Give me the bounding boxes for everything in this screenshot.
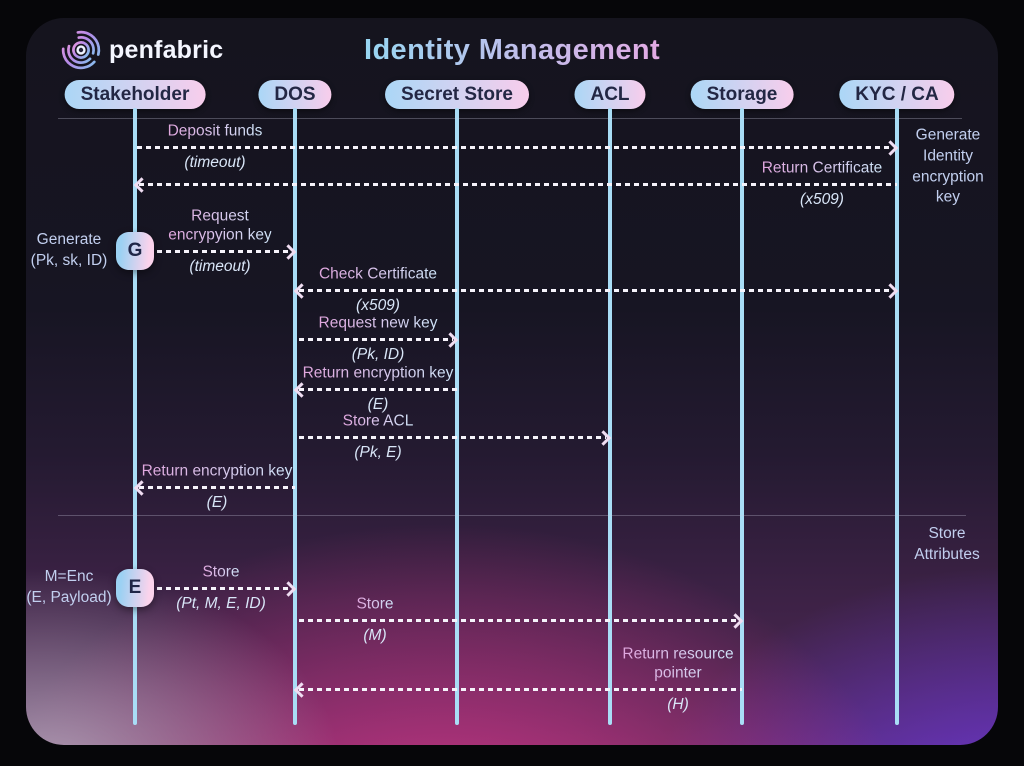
annotation-store-attributes: Store Attributes: [914, 525, 980, 563]
openfabric-logo-icon: [61, 30, 101, 70]
message-arrow-line: [137, 139, 899, 156]
lane-pill-storage: Storage: [690, 80, 794, 109]
openfabric-logo-text: penfabric: [109, 36, 223, 65]
message-sublabel: (E): [367, 396, 389, 413]
badge-e: E: [116, 569, 154, 607]
message-arrow-line: [299, 612, 744, 629]
message-label: Return Certificate: [761, 159, 883, 177]
lifeline-dos: [293, 108, 297, 725]
diagram-panel: [26, 18, 998, 745]
message-sublabel: (Pt, M, E, ID): [176, 595, 266, 612]
message-sublabel: (Pk, E): [354, 444, 402, 461]
badge-g: G: [116, 232, 154, 270]
message-sublabel: (H): [667, 696, 689, 713]
message-label: Deposit funds: [167, 122, 263, 140]
openfabric-logo: penfabric: [60, 29, 223, 71]
message-label: Return encryption key: [141, 462, 293, 480]
lifeline-stakeholder: [133, 108, 137, 725]
message-label: Store: [202, 563, 240, 581]
message-label: Check Certificate: [318, 265, 438, 283]
lane-pill-kyc-ca: KYC / CA: [839, 80, 955, 109]
message-arrow-line: [299, 429, 612, 446]
lifeline-secret-store: [455, 108, 459, 725]
annotation-generate-pk-sk-id: Generate (Pk, sk, ID): [30, 231, 108, 269]
message-label: Return resource pointer: [622, 645, 734, 682]
lane-pill-stakeholder: Stakeholder: [64, 80, 206, 109]
message-sublabel: (timeout): [184, 154, 246, 171]
message-arrow-line: [299, 331, 459, 348]
lane-pill-dos: DOS: [258, 80, 332, 109]
message-sublabel: (M): [363, 627, 387, 644]
annotation-generate-identity-encryption-key: Generate Identity encryption key: [912, 126, 984, 206]
message-label: Store ACL: [342, 412, 414, 430]
annotation-m-enc-e-payload: M=Enc (E, Payload): [26, 568, 112, 606]
message-label: Store: [356, 595, 394, 613]
message-sublabel: (x509): [800, 191, 844, 208]
message-sublabel: (x509): [356, 297, 400, 314]
message-arrow-line: [293, 282, 899, 299]
message-arrow-line: [157, 243, 297, 260]
message-sublabel: (E): [206, 494, 228, 511]
lifeline-storage: [740, 108, 744, 725]
message-arrow-line: [157, 580, 297, 597]
message-arrow-line: [293, 681, 742, 698]
section-divider-2: [58, 515, 966, 516]
message-label: Request new key: [318, 314, 438, 332]
message-label: Request encrypyion key: [168, 207, 272, 244]
lane-pill-acl: ACL: [574, 80, 646, 109]
page-title: Identity Management: [0, 34, 1024, 67]
message-label: Return encryption key: [302, 364, 454, 382]
section-divider-1: [58, 118, 962, 119]
lifeline-acl: [608, 108, 612, 725]
lifeline-kyc-ca: [895, 108, 899, 725]
message-arrow-line: [133, 176, 897, 193]
message-arrow-line: [133, 479, 295, 496]
lane-pill-secret-store: Secret Store: [385, 80, 529, 109]
message-sublabel: (timeout): [189, 258, 251, 275]
message-arrow-line: [293, 381, 457, 398]
message-sublabel: (Pk, ID): [351, 346, 405, 363]
